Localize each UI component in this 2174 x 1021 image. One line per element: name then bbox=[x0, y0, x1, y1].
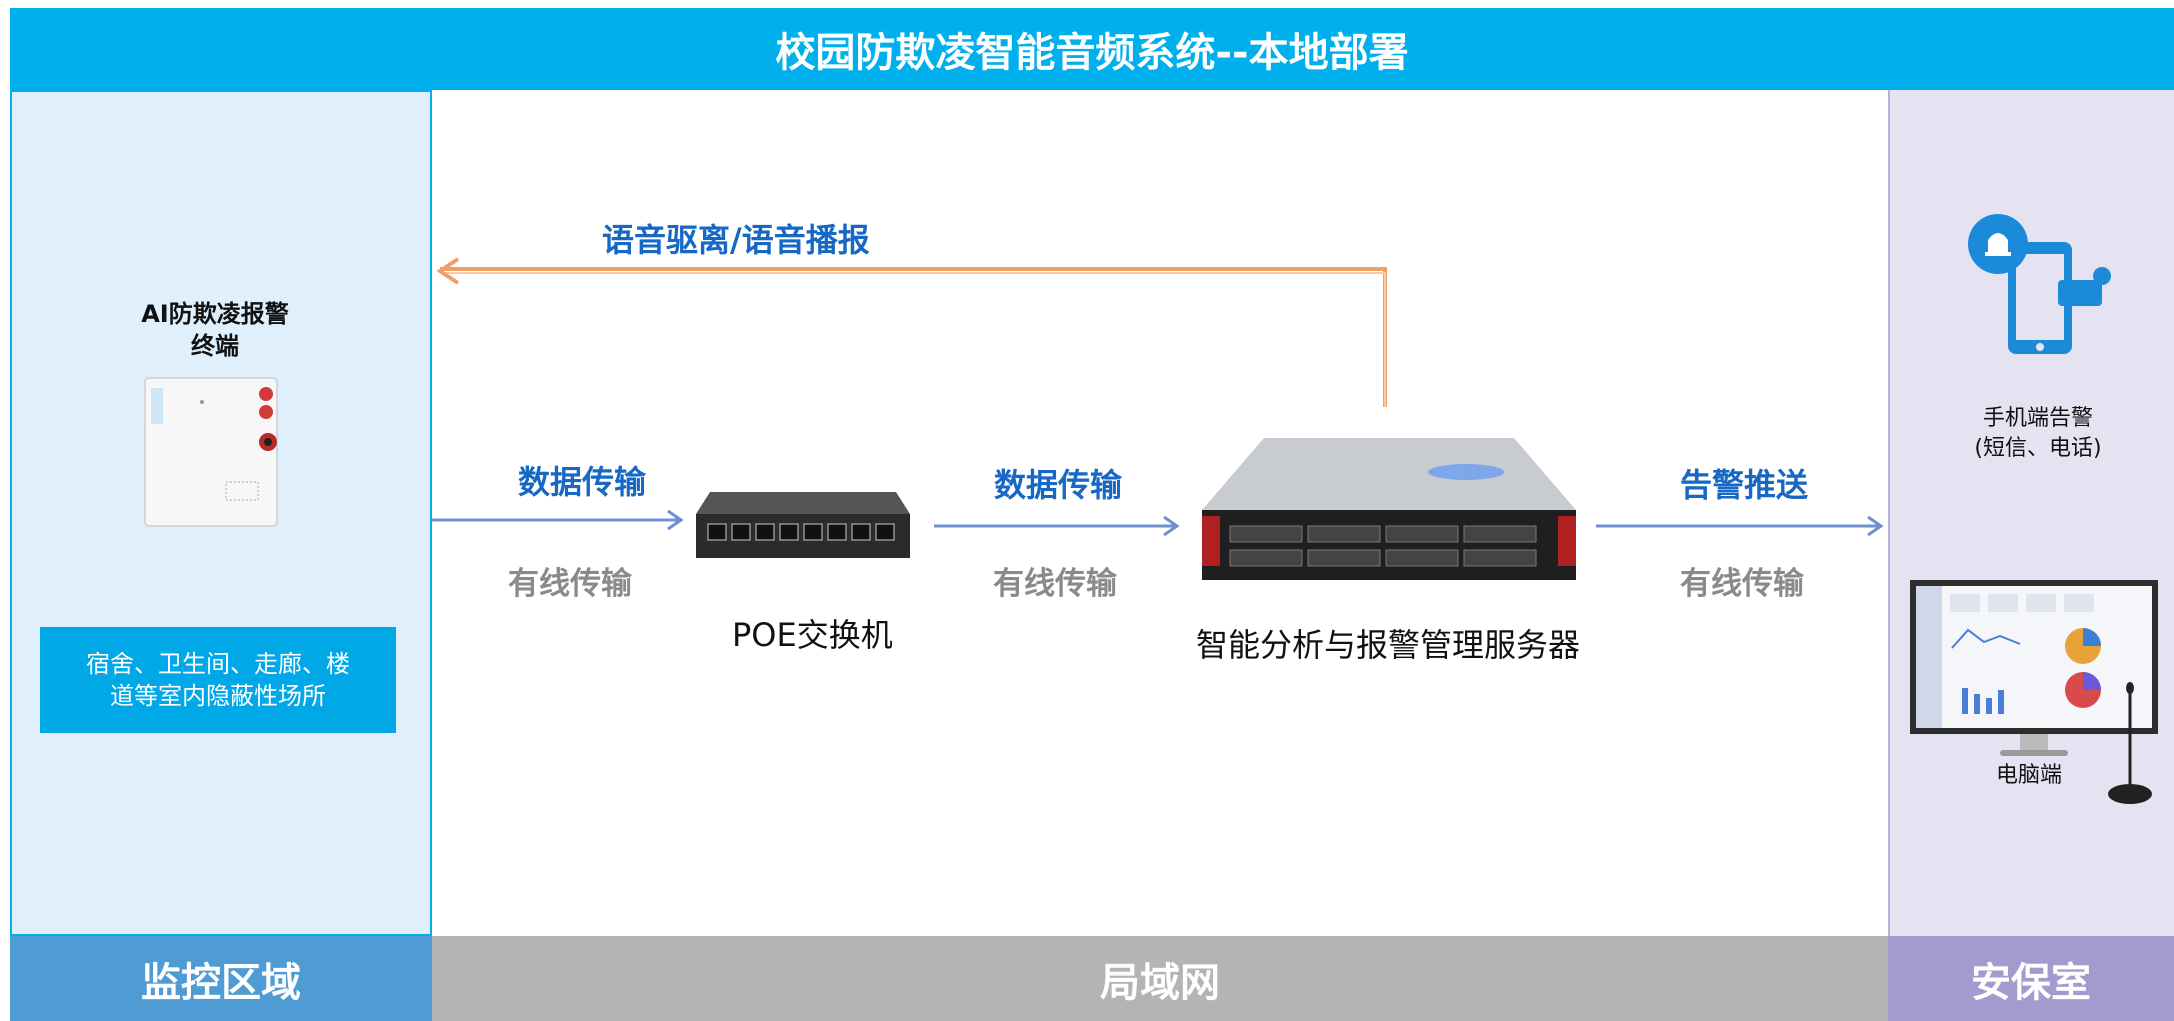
alert-push-arrow bbox=[1596, 515, 1884, 537]
data-arrow-2 bbox=[934, 515, 1180, 537]
link1-top-label: 数据传输 bbox=[518, 463, 647, 501]
pc-label: 电脑端 bbox=[1995, 763, 2062, 788]
alarm-terminal-image bbox=[144, 377, 278, 527]
data-arrow-1 bbox=[432, 509, 684, 531]
voice-feedback-label: 语音驱离/语音播报 bbox=[602, 221, 870, 259]
lan-panel bbox=[432, 90, 1888, 936]
zone-label-security-room: 安保室 bbox=[1888, 936, 2174, 1021]
link3-top-label: 告警推送 bbox=[1680, 466, 1809, 504]
link3-bottom-label: 有线传输 bbox=[1680, 566, 1804, 602]
terminal-title-line2: 终端 bbox=[191, 332, 239, 360]
zone-label-lan: 局域网 bbox=[432, 936, 1888, 1021]
location-description-box: 宿舍、卫生间、走廊、楼 道等室内隐蔽性场所 bbox=[40, 627, 396, 733]
mobile-alert-icon bbox=[1968, 214, 2111, 354]
poe-switch-image bbox=[696, 492, 910, 558]
link2-bottom-label: 有线传输 bbox=[993, 566, 1117, 602]
link1-bottom-label: 有线传输 bbox=[508, 566, 632, 602]
mobile-alert-line1: 手机端告警 bbox=[1982, 406, 2093, 431]
terminal-title: AI防欺凌报警 终端 bbox=[110, 298, 320, 362]
voice-feedback-arrow bbox=[436, 257, 1387, 407]
link2-top-label: 数据传输 bbox=[994, 466, 1123, 504]
switch-label: POE交换机 bbox=[732, 616, 893, 654]
server-label: 智能分析与报警管理服务器 bbox=[1196, 626, 1581, 664]
page-title: 校园防欺凌智能音频系统--本地部署 bbox=[10, 8, 2174, 90]
zone-label-monitoring: 监控区域 bbox=[10, 936, 432, 1021]
mobile-alert-label: 手机端告警 (短信、电话) bbox=[1938, 404, 2138, 464]
terminal-title-line1: AI防欺凌报警 bbox=[141, 300, 289, 328]
location-line2: 道等室内隐蔽性场所 bbox=[110, 682, 326, 710]
mobile-alert-line2: (短信、电话) bbox=[1974, 436, 2102, 461]
server-image bbox=[1202, 438, 1576, 580]
pc-monitor-image bbox=[1910, 580, 2158, 804]
location-line1: 宿舍、卫生间、走廊、楼 bbox=[86, 650, 350, 678]
